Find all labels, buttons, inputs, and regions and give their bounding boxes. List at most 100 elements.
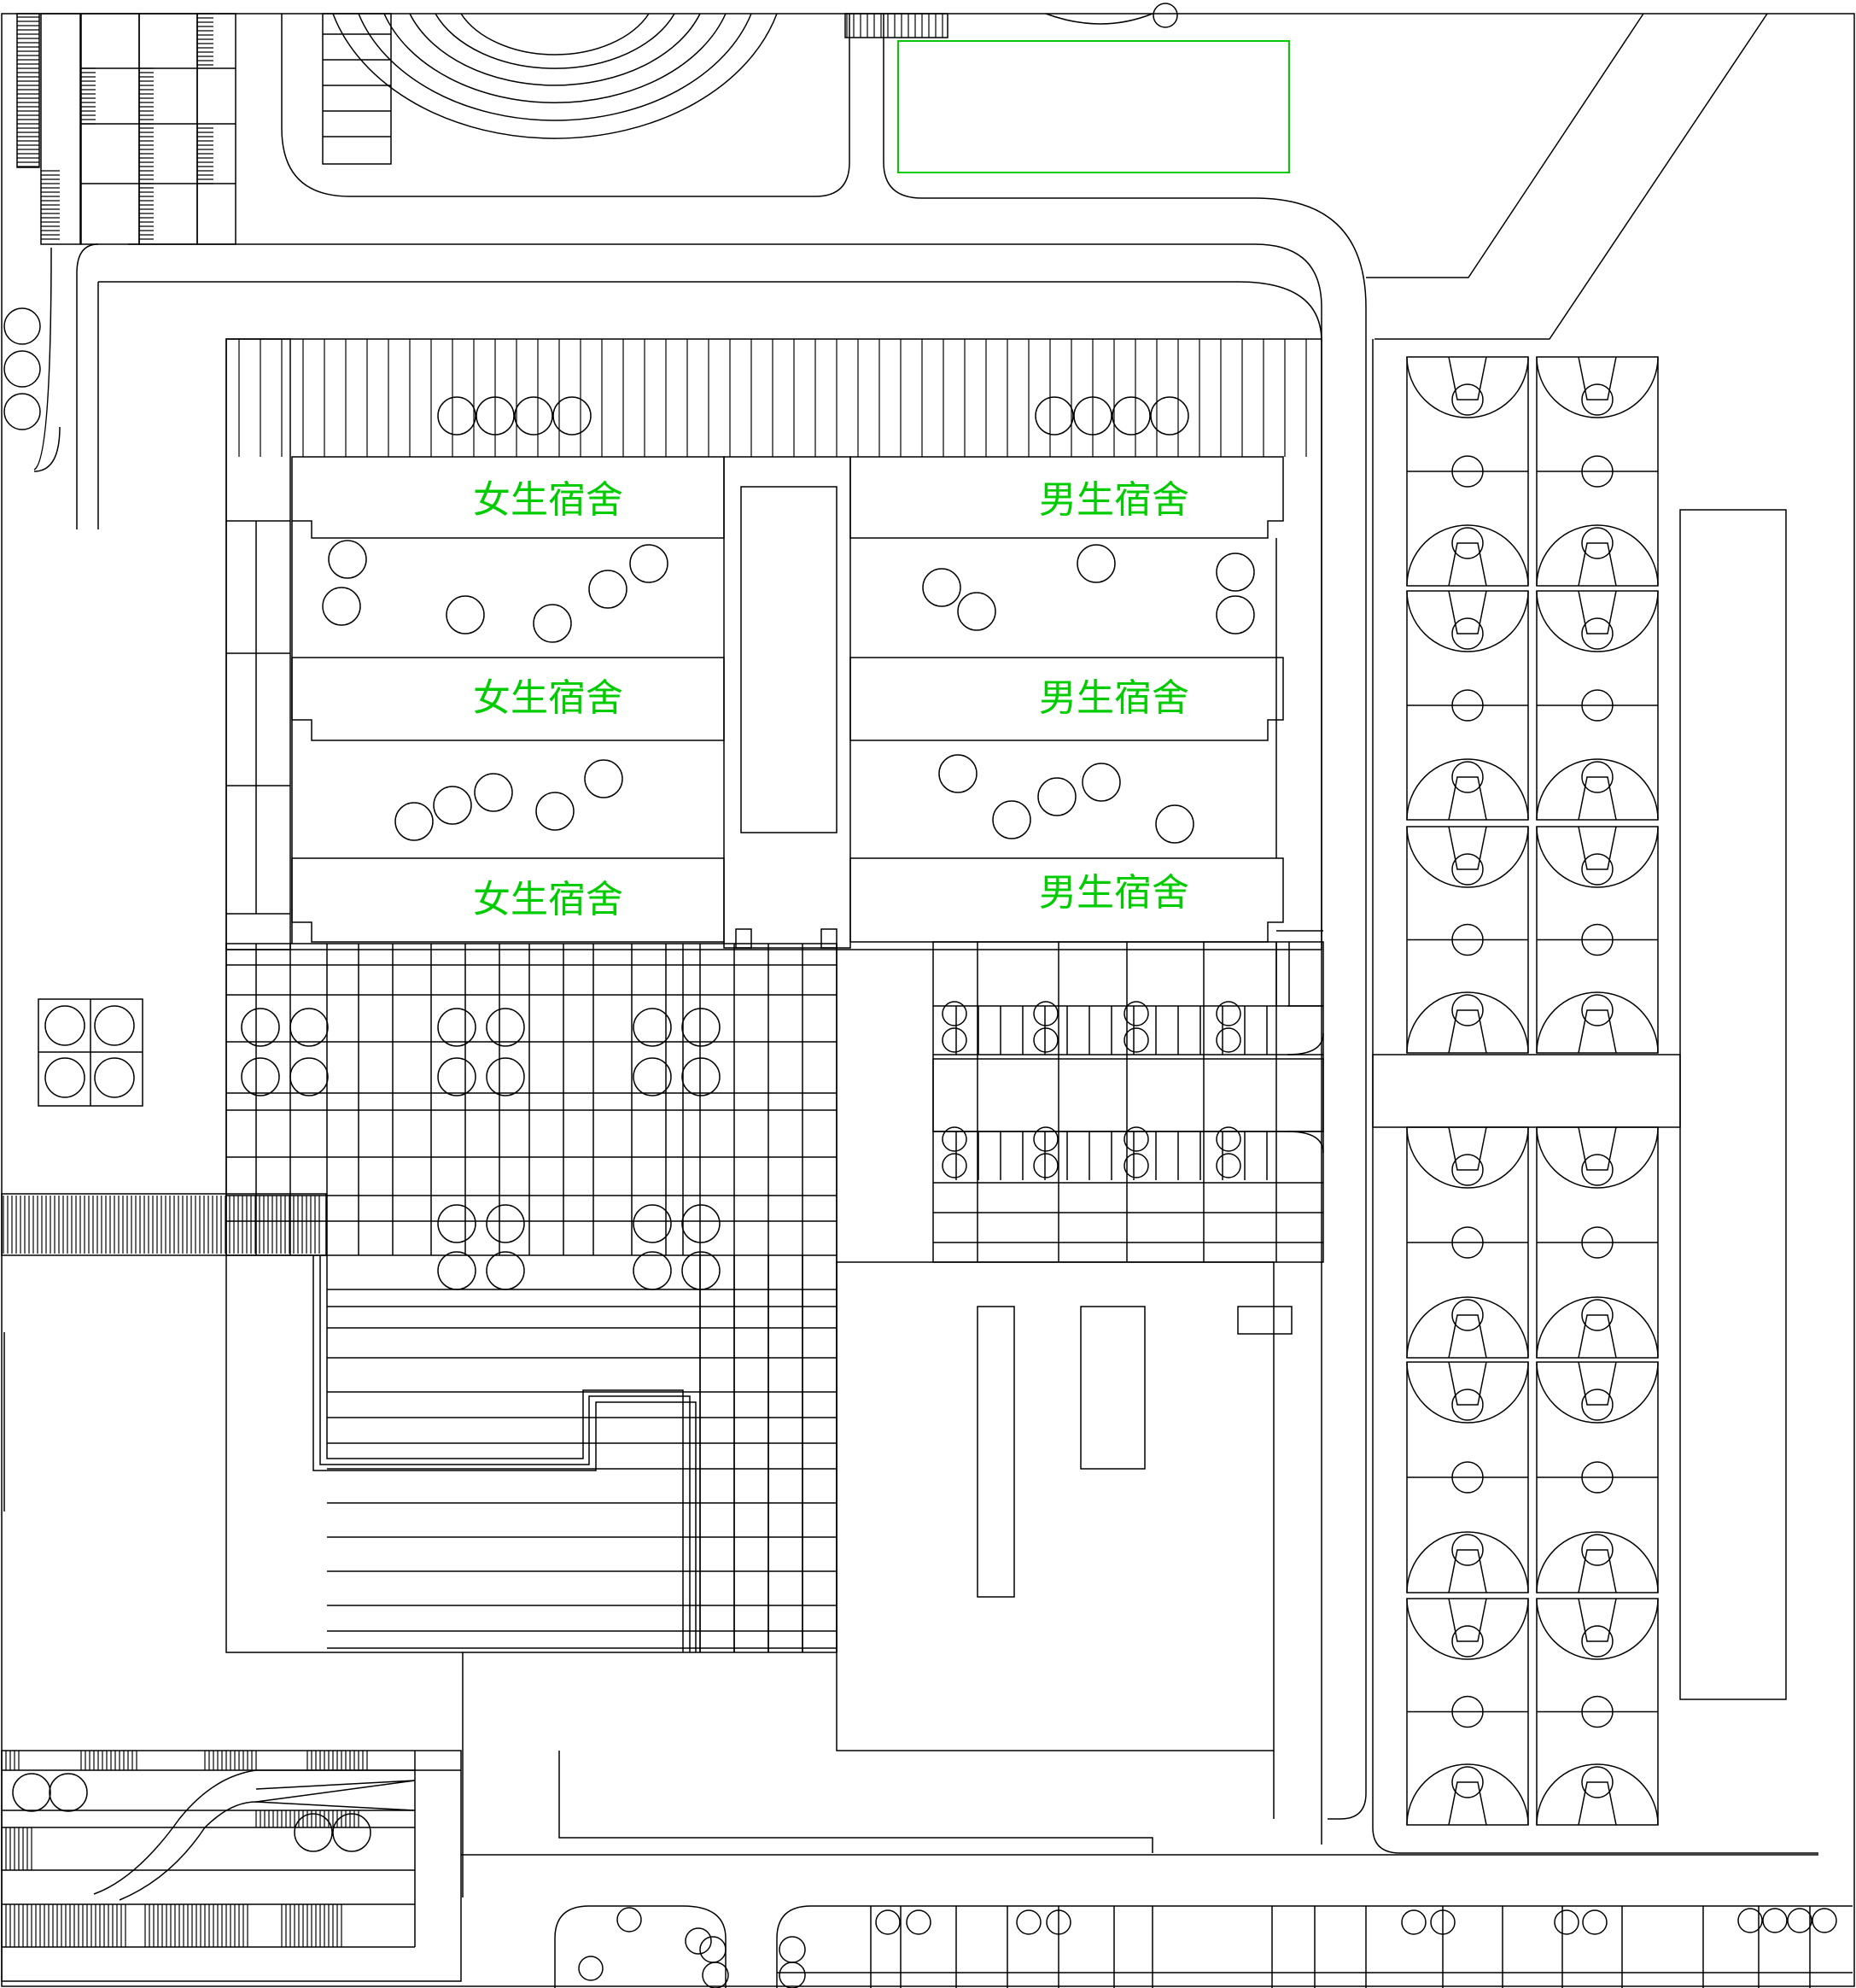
free-throw-circle xyxy=(1451,761,1484,793)
free-throw-circle xyxy=(1451,1389,1484,1421)
center-circle xyxy=(1581,1695,1614,1728)
top-left-parking xyxy=(16,13,236,245)
tree-column-left xyxy=(3,307,41,430)
girls-dorm-label-3: 女生宿舍 xyxy=(473,878,623,921)
tree xyxy=(906,1909,931,1935)
key-area xyxy=(1448,1126,1487,1171)
three-point-arc xyxy=(1536,991,1659,1054)
key-area xyxy=(1448,1314,1487,1359)
key-area xyxy=(1448,1598,1487,1642)
tree xyxy=(942,1153,967,1178)
plaza-trees xyxy=(241,1008,721,1290)
key-area xyxy=(1578,1781,1617,1826)
key-area xyxy=(1578,1314,1617,1359)
tree xyxy=(241,1057,280,1096)
free-throw-circle xyxy=(1581,1625,1614,1658)
tree xyxy=(1216,1001,1241,1026)
dorm-top-hatch xyxy=(238,339,1307,457)
key-area xyxy=(1578,776,1617,821)
center-circle xyxy=(1581,455,1614,488)
tree xyxy=(486,1251,525,1290)
green-outlined-plot xyxy=(897,40,1290,173)
free-throw-circle xyxy=(1451,617,1484,650)
tree xyxy=(942,1001,967,1026)
key-area xyxy=(1448,826,1487,870)
tree xyxy=(1153,3,1178,28)
dorm-trees xyxy=(322,396,1255,844)
three-point-arc xyxy=(1536,1531,1659,1593)
tree xyxy=(633,1057,672,1096)
free-throw-circle xyxy=(1581,994,1614,1026)
key-area xyxy=(1578,1361,1617,1406)
stair-top xyxy=(844,13,948,38)
top-curve-road xyxy=(1045,13,1153,25)
free-throw-circle xyxy=(1451,994,1484,1026)
free-throw-circle xyxy=(1451,1534,1484,1566)
tree xyxy=(1033,1027,1059,1053)
tree xyxy=(942,1126,967,1152)
key-area xyxy=(1448,1009,1487,1054)
tree xyxy=(633,1008,672,1047)
tree xyxy=(1216,1153,1241,1178)
tree xyxy=(1401,1909,1427,1935)
center-circle xyxy=(1581,689,1614,722)
tree xyxy=(1124,1126,1149,1152)
three-point-arc xyxy=(1406,991,1529,1054)
east-parking xyxy=(932,930,1324,1263)
tree xyxy=(681,1251,721,1290)
tree xyxy=(681,1057,721,1096)
three-point-arc xyxy=(1536,758,1659,821)
free-throw-circle xyxy=(1581,761,1614,793)
boys-dorm-label-1: 男生宿舍 xyxy=(1039,478,1189,522)
basketball-courts xyxy=(1406,356,1659,1826)
key-area xyxy=(1448,1361,1487,1406)
center-circle xyxy=(1581,923,1614,956)
tree xyxy=(633,1251,672,1290)
tree xyxy=(1430,1909,1456,1935)
tree xyxy=(1762,1908,1788,1933)
free-throw-circle xyxy=(1581,383,1614,416)
boys-dorm-label-2: 男生宿舍 xyxy=(1039,676,1189,720)
tree xyxy=(437,1057,476,1096)
tree xyxy=(681,1008,721,1047)
tree xyxy=(1124,1001,1149,1026)
free-throw-circle xyxy=(1581,853,1614,886)
free-throw-circle xyxy=(1581,1766,1614,1798)
tree xyxy=(486,1057,525,1096)
bottom-left-complex xyxy=(1,1750,462,1982)
tree xyxy=(1582,1909,1608,1935)
three-point-arc xyxy=(1406,1126,1529,1189)
tree xyxy=(1033,1126,1059,1152)
left-band-hatch xyxy=(3,1196,320,1254)
three-point-arc xyxy=(1406,1361,1529,1424)
tree xyxy=(1737,1908,1763,1933)
tree-box-left xyxy=(38,998,143,1107)
road-network xyxy=(33,13,1818,1854)
three-point-arc xyxy=(1406,1296,1529,1359)
plaza-outline xyxy=(225,943,838,1653)
key-area xyxy=(1448,542,1487,587)
free-throw-circle xyxy=(1451,1625,1484,1658)
key-area xyxy=(1578,590,1617,634)
free-throw-circle xyxy=(1451,527,1484,559)
three-point-arc xyxy=(1536,356,1659,418)
key-area xyxy=(1578,1126,1617,1171)
free-throw-circle xyxy=(1581,1389,1614,1421)
center-circle xyxy=(1581,1226,1614,1259)
girls-dorm-label-1: 女生宿舍 xyxy=(473,478,623,522)
three-point-arc xyxy=(1406,758,1529,821)
tree xyxy=(875,1909,901,1935)
tree xyxy=(437,1008,476,1047)
key-area xyxy=(1448,776,1487,821)
three-point-arc xyxy=(1536,826,1659,888)
key-area xyxy=(1448,590,1487,634)
tree xyxy=(241,1008,280,1047)
key-area xyxy=(1578,542,1617,587)
tree xyxy=(681,1204,721,1243)
key-area xyxy=(1578,356,1617,401)
left-hatched-band xyxy=(1,1193,327,1256)
free-throw-circle xyxy=(1451,1299,1484,1331)
three-point-arc xyxy=(1536,1296,1659,1359)
free-throw-circle xyxy=(1581,1154,1614,1186)
free-throw-circle xyxy=(1581,1534,1614,1566)
